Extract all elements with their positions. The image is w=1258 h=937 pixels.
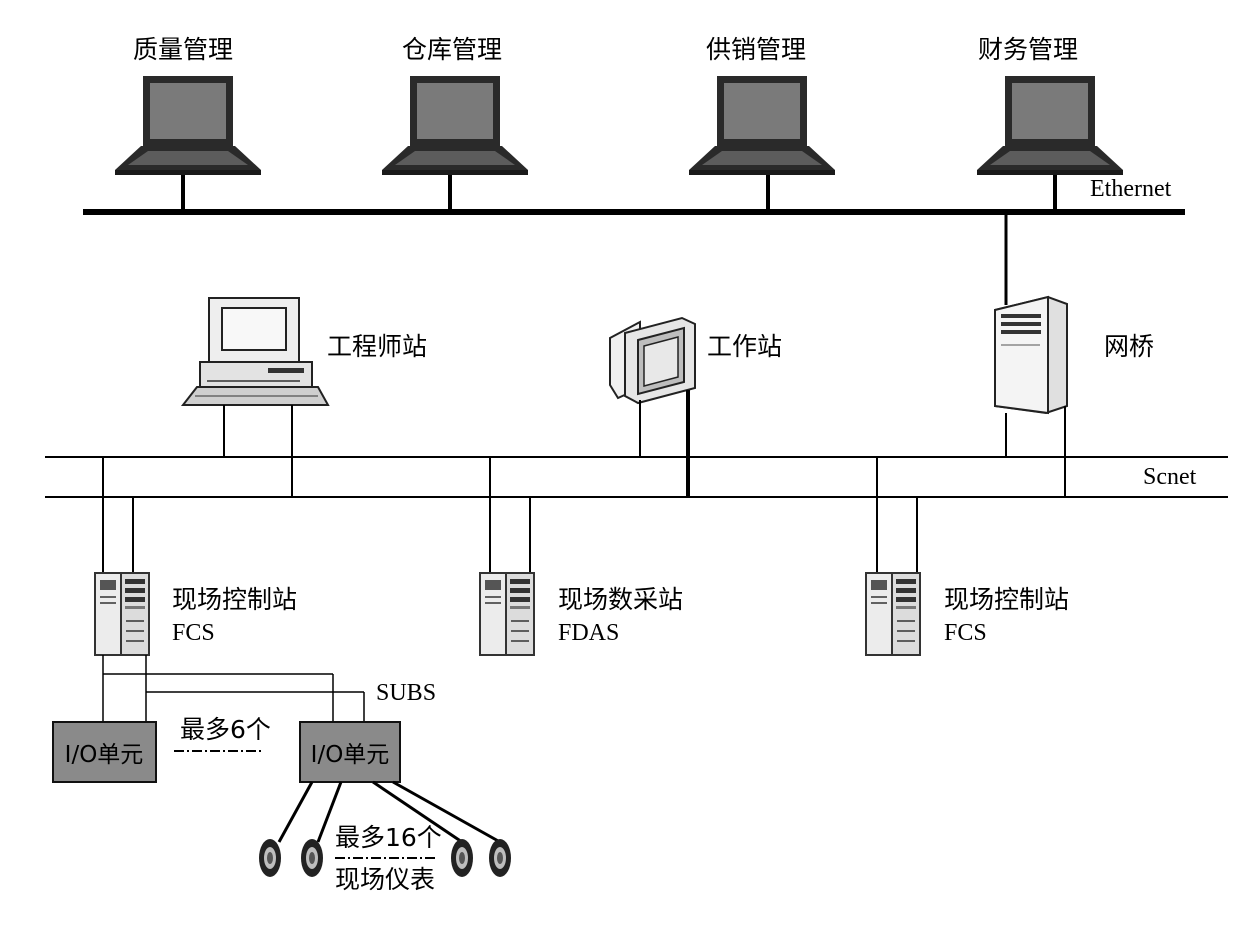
field-control-station-cabinet-2 bbox=[865, 572, 921, 656]
label-fcs-1: 现场控制站 bbox=[172, 585, 297, 614]
label-finance-management: 财务管理 bbox=[978, 35, 1078, 64]
field-control-station-cabinet-1 bbox=[94, 572, 150, 656]
instrument-wiring bbox=[277, 780, 501, 844]
label-fcs-2: 现场控制站 bbox=[944, 585, 1069, 614]
label-fcs-2-code: FCS bbox=[944, 620, 987, 646]
label-fdas-code: FDAS bbox=[558, 620, 619, 646]
label-quality-management: 质量管理 bbox=[133, 35, 233, 64]
laptop-quality bbox=[115, 76, 261, 212]
label-bridge: 网桥 bbox=[1104, 332, 1154, 361]
ethernet-label: Ethernet bbox=[1090, 176, 1172, 202]
label-engineer-station: 工程师站 bbox=[327, 332, 427, 361]
label-fdas: 现场数采站 bbox=[558, 585, 683, 614]
note-max-instruments: 最多16个 bbox=[335, 823, 442, 852]
io-unit-1: I/O单元 bbox=[52, 721, 157, 783]
laptop-warehouse bbox=[382, 76, 528, 212]
label-supply-management: 供销管理 bbox=[706, 35, 806, 64]
io-unit-2: I/O单元 bbox=[299, 721, 401, 783]
field-instrument-1 bbox=[259, 839, 281, 877]
field-instrument-4 bbox=[489, 839, 511, 877]
subs-label: SUBS bbox=[376, 680, 436, 706]
io-unit-2-label: I/O单元 bbox=[311, 742, 390, 768]
io-unit-1-label: I/O单元 bbox=[65, 742, 144, 768]
laptop-finance bbox=[977, 76, 1123, 212]
field-data-acquisition-station-cabinet bbox=[479, 572, 535, 656]
label-operator-station: 工作站 bbox=[707, 332, 782, 361]
note-max-units: 最多6个 bbox=[180, 715, 271, 744]
field-instrument-3 bbox=[451, 839, 473, 877]
label-field-instruments: 现场仪表 bbox=[335, 865, 435, 894]
scnet-label: Scnet bbox=[1143, 464, 1197, 490]
engineer-station-computer bbox=[180, 297, 330, 406]
subs-bus bbox=[102, 655, 365, 722]
label-fcs-1-code: FCS bbox=[172, 620, 215, 646]
bridge-server bbox=[994, 295, 1068, 415]
field-instrument-2 bbox=[301, 839, 323, 877]
operator-workstation-monitor bbox=[609, 316, 696, 405]
laptop-supply-sales bbox=[689, 76, 835, 212]
label-warehouse-management: 仓库管理 bbox=[402, 35, 502, 64]
